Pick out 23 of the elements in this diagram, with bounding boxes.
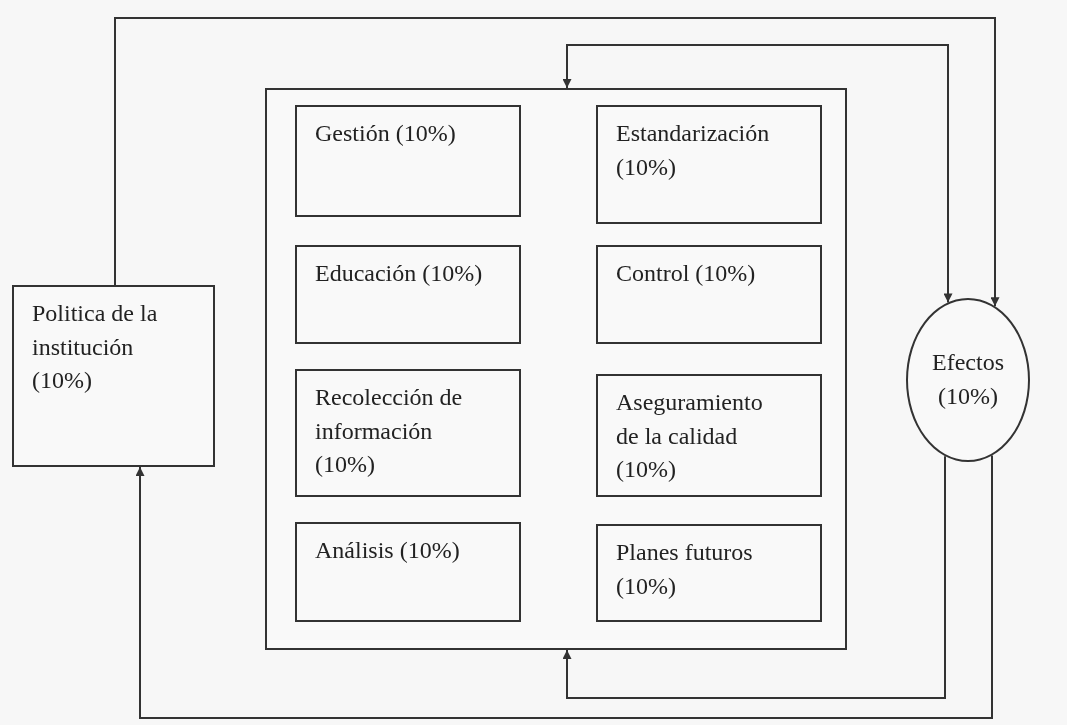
node-label: Aseguramiento de la calidad (10%) [615,388,764,485]
process-box [596,245,822,344]
node-label: Efectos (10%) [931,348,1005,411]
group-box [265,88,847,650]
arrow [562,455,946,699]
node-label: Educación (10%) [314,259,484,288]
process-box [12,285,215,467]
process-box [295,105,521,217]
node-label: Planes futuros (10%) [615,538,754,601]
node-label: Politica de la institución (10%) [31,299,159,396]
process-box [596,524,822,622]
process-box [596,374,822,497]
arrow [135,454,993,719]
node-label: Análisis (10%) [314,536,461,565]
arrow [562,44,953,304]
process-box [295,245,521,344]
process-box [295,522,521,622]
node-label: Recolección de información (10%) [314,383,464,480]
node-label: Control (10%) [615,259,757,288]
node-label: Estandarización (10%) [615,119,771,182]
node-label: Gestión (10%) [314,119,457,148]
process-box [295,369,521,497]
process-box [596,105,822,224]
